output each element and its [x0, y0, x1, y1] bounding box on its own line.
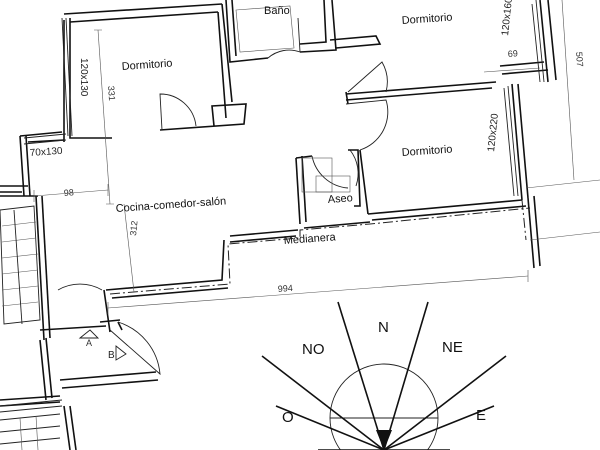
- compass-label-no: NO: [302, 341, 325, 358]
- windows: [0, 0, 545, 413]
- room-label-dormitorio-right: Dormitorio: [401, 143, 452, 159]
- window-label-120x160: 120x160: [500, 0, 515, 36]
- compass-label-e: E: [476, 407, 486, 424]
- dimension-label-98: 98: [63, 187, 74, 198]
- room-label-cocina: Cocina-comedor-salón: [115, 195, 226, 215]
- room-label-dormitorio-top-right: Dormitorio: [401, 11, 452, 27]
- marker-label-a: A: [86, 338, 92, 348]
- walls: [0, 0, 557, 450]
- marker-a-triangle: [78, 329, 100, 339]
- marker-label-b: B: [108, 350, 115, 361]
- dimension-label-507: 507: [574, 51, 585, 67]
- dimension-label-69: 69: [507, 48, 518, 59]
- dimension-label-331: 331: [106, 85, 117, 101]
- compass-rose: [261, 301, 507, 450]
- compass-label-o: O: [282, 409, 294, 426]
- dimension-lines: [33, 0, 600, 314]
- window-label-120x220: 120x220: [486, 113, 501, 153]
- section-markers: [78, 329, 127, 361]
- compass-label-ne: NE: [442, 339, 463, 356]
- dimension-label-994: 994: [277, 283, 293, 294]
- compass-needle: [376, 430, 392, 450]
- room-label-dormitorio-top-left: Dormitorio: [121, 57, 172, 73]
- dimension-label-312: 312: [128, 220, 140, 236]
- window-label-120x130: 120x130: [78, 58, 89, 97]
- compass-label-n: N: [378, 319, 389, 336]
- room-label-aseo: Aseo: [327, 192, 353, 206]
- medianera-line: [109, 199, 531, 295]
- room-label-bano: Baño: [264, 5, 290, 17]
- fixtures: [235, 5, 351, 193]
- window-label-70x130: 70x130: [29, 146, 63, 159]
- staircase: [0, 205, 61, 450]
- labels: Baño Dormitorio Dormitorio Dormitorio Co…: [29, 0, 585, 426]
- label-medianera: Medianera: [283, 231, 337, 247]
- door-swings: [57, 17, 389, 376]
- marker-b-triangle: [115, 345, 127, 361]
